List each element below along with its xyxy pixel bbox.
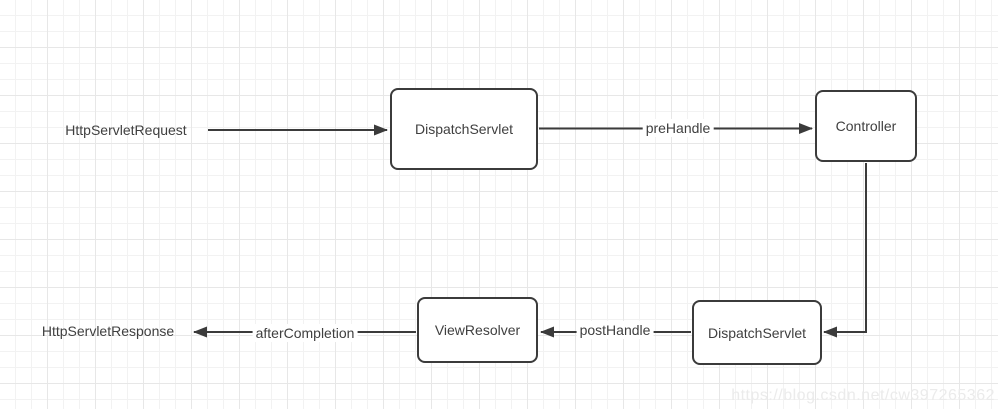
node-label: DispatchServlet	[414, 121, 514, 137]
label-http-servlet-response: HttpServletResponse	[41, 323, 175, 339]
node-dispatch-servlet-bottom: DispatchServlet	[692, 300, 822, 365]
node-controller: Controller	[815, 90, 917, 162]
label-http-servlet-request: HttpServletRequest	[65, 122, 187, 138]
node-label: Controller	[835, 118, 897, 134]
node-view-resolver: ViewResolver	[417, 297, 538, 363]
node-label: ViewResolver	[434, 322, 521, 338]
node-dispatch-servlet-top: DispatchServlet	[390, 88, 538, 170]
edge-label-posthandle: postHandle	[576, 321, 654, 339]
connector-controller-to-dispatchservlet	[823, 163, 867, 338]
edge-label-aftercompletion: afterCompletion	[252, 324, 358, 342]
edge-label-prehandle: preHandle	[642, 119, 714, 137]
watermark: https://blog.csdn.net/cw397265362	[731, 387, 995, 404]
node-label: DispatchServlet	[707, 324, 807, 341]
